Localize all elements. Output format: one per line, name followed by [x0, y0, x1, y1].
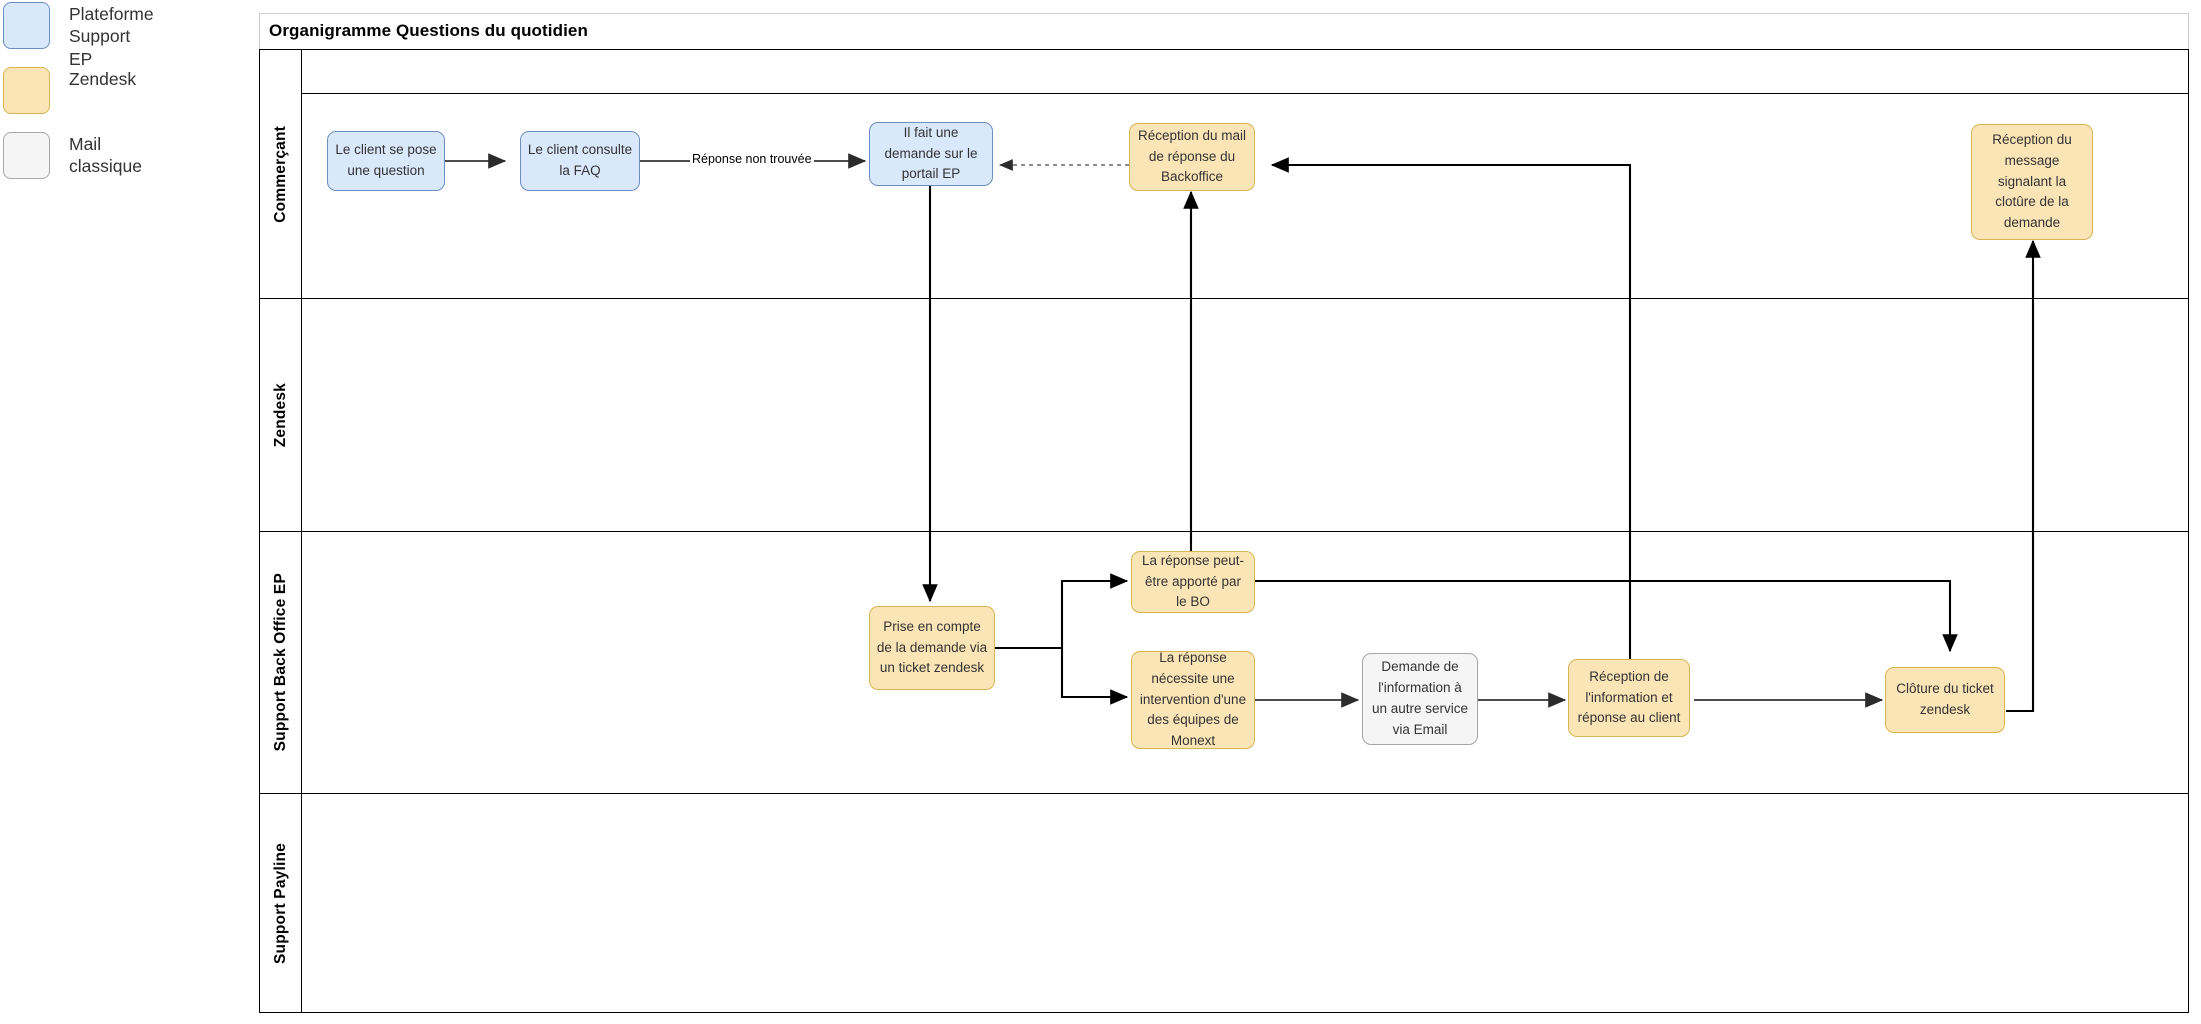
- lane-stack: Commerçant Zendesk Support Back Office E…: [259, 49, 2189, 1013]
- lane-body-commercant: [302, 50, 2188, 298]
- node-prise-en-compte[interactable]: Prise en compte de la demande via un tic…: [869, 606, 995, 690]
- lane-commercant: Commerçant: [259, 49, 2189, 299]
- node-demande-portail[interactable]: Il fait une demande sur le portail EP: [869, 122, 993, 186]
- lane-header-support-back-office-ep: Support Back Office EP: [260, 532, 302, 793]
- legend-item-plateforme-support-ep: Plateforme Support EP: [3, 2, 154, 70]
- pool-title-band: [259, 13, 2189, 49]
- lane-header-zendesk: Zendesk: [260, 299, 302, 531]
- legend: Plateforme Support EP Zendesk Mail class…: [0, 0, 260, 210]
- node-demande-email[interactable]: Demande de l'information à un autre serv…: [1362, 653, 1478, 745]
- lane-label-zendesk: Zendesk: [271, 382, 289, 448]
- lane-body-zendesk: [302, 299, 2188, 531]
- lane-label-support-payline: Support Payline: [271, 842, 289, 964]
- lane-zendesk: Zendesk: [259, 299, 2189, 532]
- lane-label-support-back-office-ep: Support Back Office EP: [271, 573, 289, 752]
- lane-header-commercant: Commerçant: [260, 50, 302, 298]
- legend-item-mail-classique: Mail classique: [3, 132, 142, 179]
- lane-support-payline: Support Payline: [259, 794, 2189, 1013]
- node-client-question[interactable]: Le client se pose une question: [327, 131, 445, 191]
- legend-label-plateforme: Plateforme Support EP: [69, 4, 154, 69]
- process-pool: Organigramme Questions du quotidien Comm…: [259, 13, 2189, 1013]
- lane-label-commercant: Commerçant: [271, 125, 289, 223]
- legend-label-mail: Mail classique: [69, 134, 142, 177]
- node-reception-mail[interactable]: Réception du mail de réponse du Backoffi…: [1129, 123, 1255, 191]
- legend-label-zendesk: Zendesk: [69, 69, 137, 89]
- legend-swatch-zendesk-icon: [3, 67, 50, 114]
- lane-header-support-payline: Support Payline: [260, 794, 302, 1012]
- node-reponse-bo[interactable]: La réponse peut-être apporté par le BO: [1131, 551, 1255, 613]
- page-title: Organigramme Questions du quotidien: [269, 21, 588, 40]
- node-reponse-monext[interactable]: La réponse nécessite une intervention d'…: [1131, 650, 1255, 749]
- legend-swatch-mail-icon: [3, 132, 50, 179]
- legend-swatch-plateforme-icon: [3, 2, 50, 49]
- node-reception-cloture[interactable]: Réception du message signalant la clotûr…: [1971, 124, 2093, 240]
- lane-top-subband: [302, 50, 2188, 94]
- node-cloture-ticket[interactable]: Clôture du ticket zendesk: [1885, 667, 2005, 733]
- edge-label-reponse-non-trouvee: Réponse non trouvée: [690, 152, 814, 166]
- lane-support-back-office-ep: Support Back Office EP: [259, 532, 2189, 794]
- legend-item-zendesk: Zendesk: [3, 67, 136, 114]
- lane-body-support-payline: [302, 794, 2188, 1012]
- node-reception-info[interactable]: Réception de l'information et réponse au…: [1568, 659, 1690, 737]
- node-client-faq[interactable]: Le client consulte la FAQ: [520, 131, 640, 191]
